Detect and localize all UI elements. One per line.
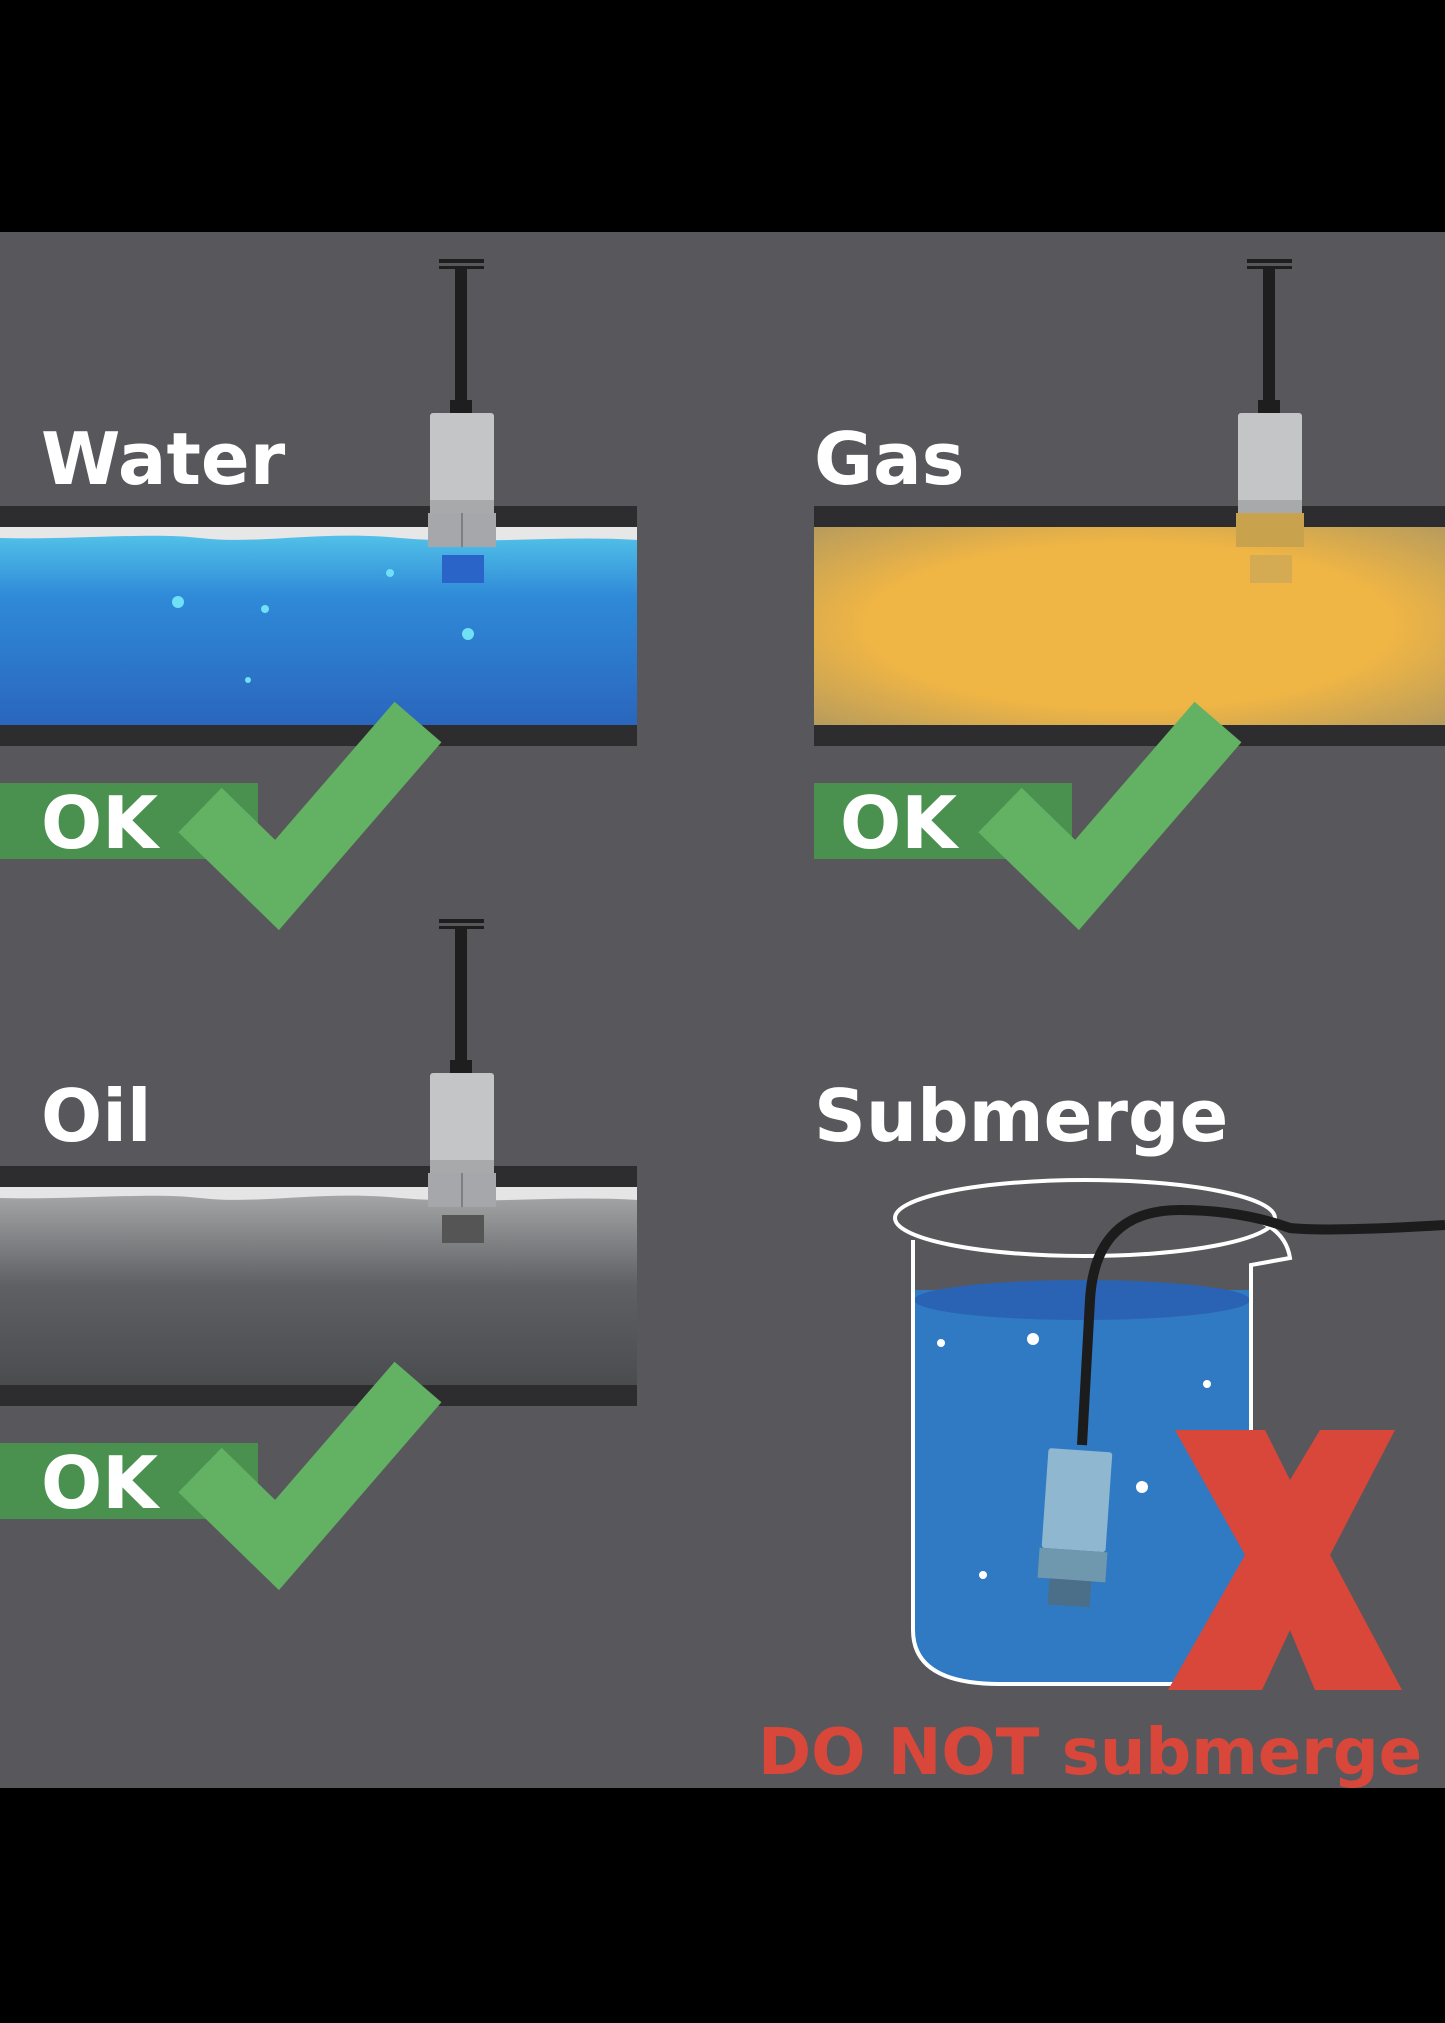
panel-title-gas: Gas <box>814 417 965 501</box>
pipe-top-wall <box>0 506 637 527</box>
checkmark-icon <box>178 701 442 931</box>
panel-title-submerge: Submerge <box>814 1074 1228 1158</box>
ok-label: OK <box>840 781 959 865</box>
x-mark-icon <box>1168 1430 1402 1690</box>
warning-text: DO NOT submerge <box>758 1716 1422 1790</box>
sensor-icon <box>1236 259 1304 583</box>
panel-water: Water OK <box>0 259 637 931</box>
checkmark-icon <box>178 1361 442 1591</box>
checkmark-icon <box>978 701 1242 931</box>
oil-fill <box>0 1187 637 1385</box>
gas-fill <box>814 527 1445 725</box>
beaker-icon <box>893 1178 1445 1686</box>
panel-submerge: Submerge DO NOT submerge <box>758 1074 1445 1790</box>
pipe-bottom-wall <box>0 725 637 746</box>
sensor-icon <box>427 259 497 584</box>
panel-gas: Gas OK <box>814 259 1445 931</box>
panel-title-oil: Oil <box>41 1074 152 1158</box>
panel-oil: Oil OK <box>0 919 637 1591</box>
water-liquid <box>0 527 637 725</box>
ok-label: OK <box>41 1441 160 1525</box>
panel-title-water: Water <box>41 417 286 501</box>
ok-label: OK <box>41 781 160 865</box>
